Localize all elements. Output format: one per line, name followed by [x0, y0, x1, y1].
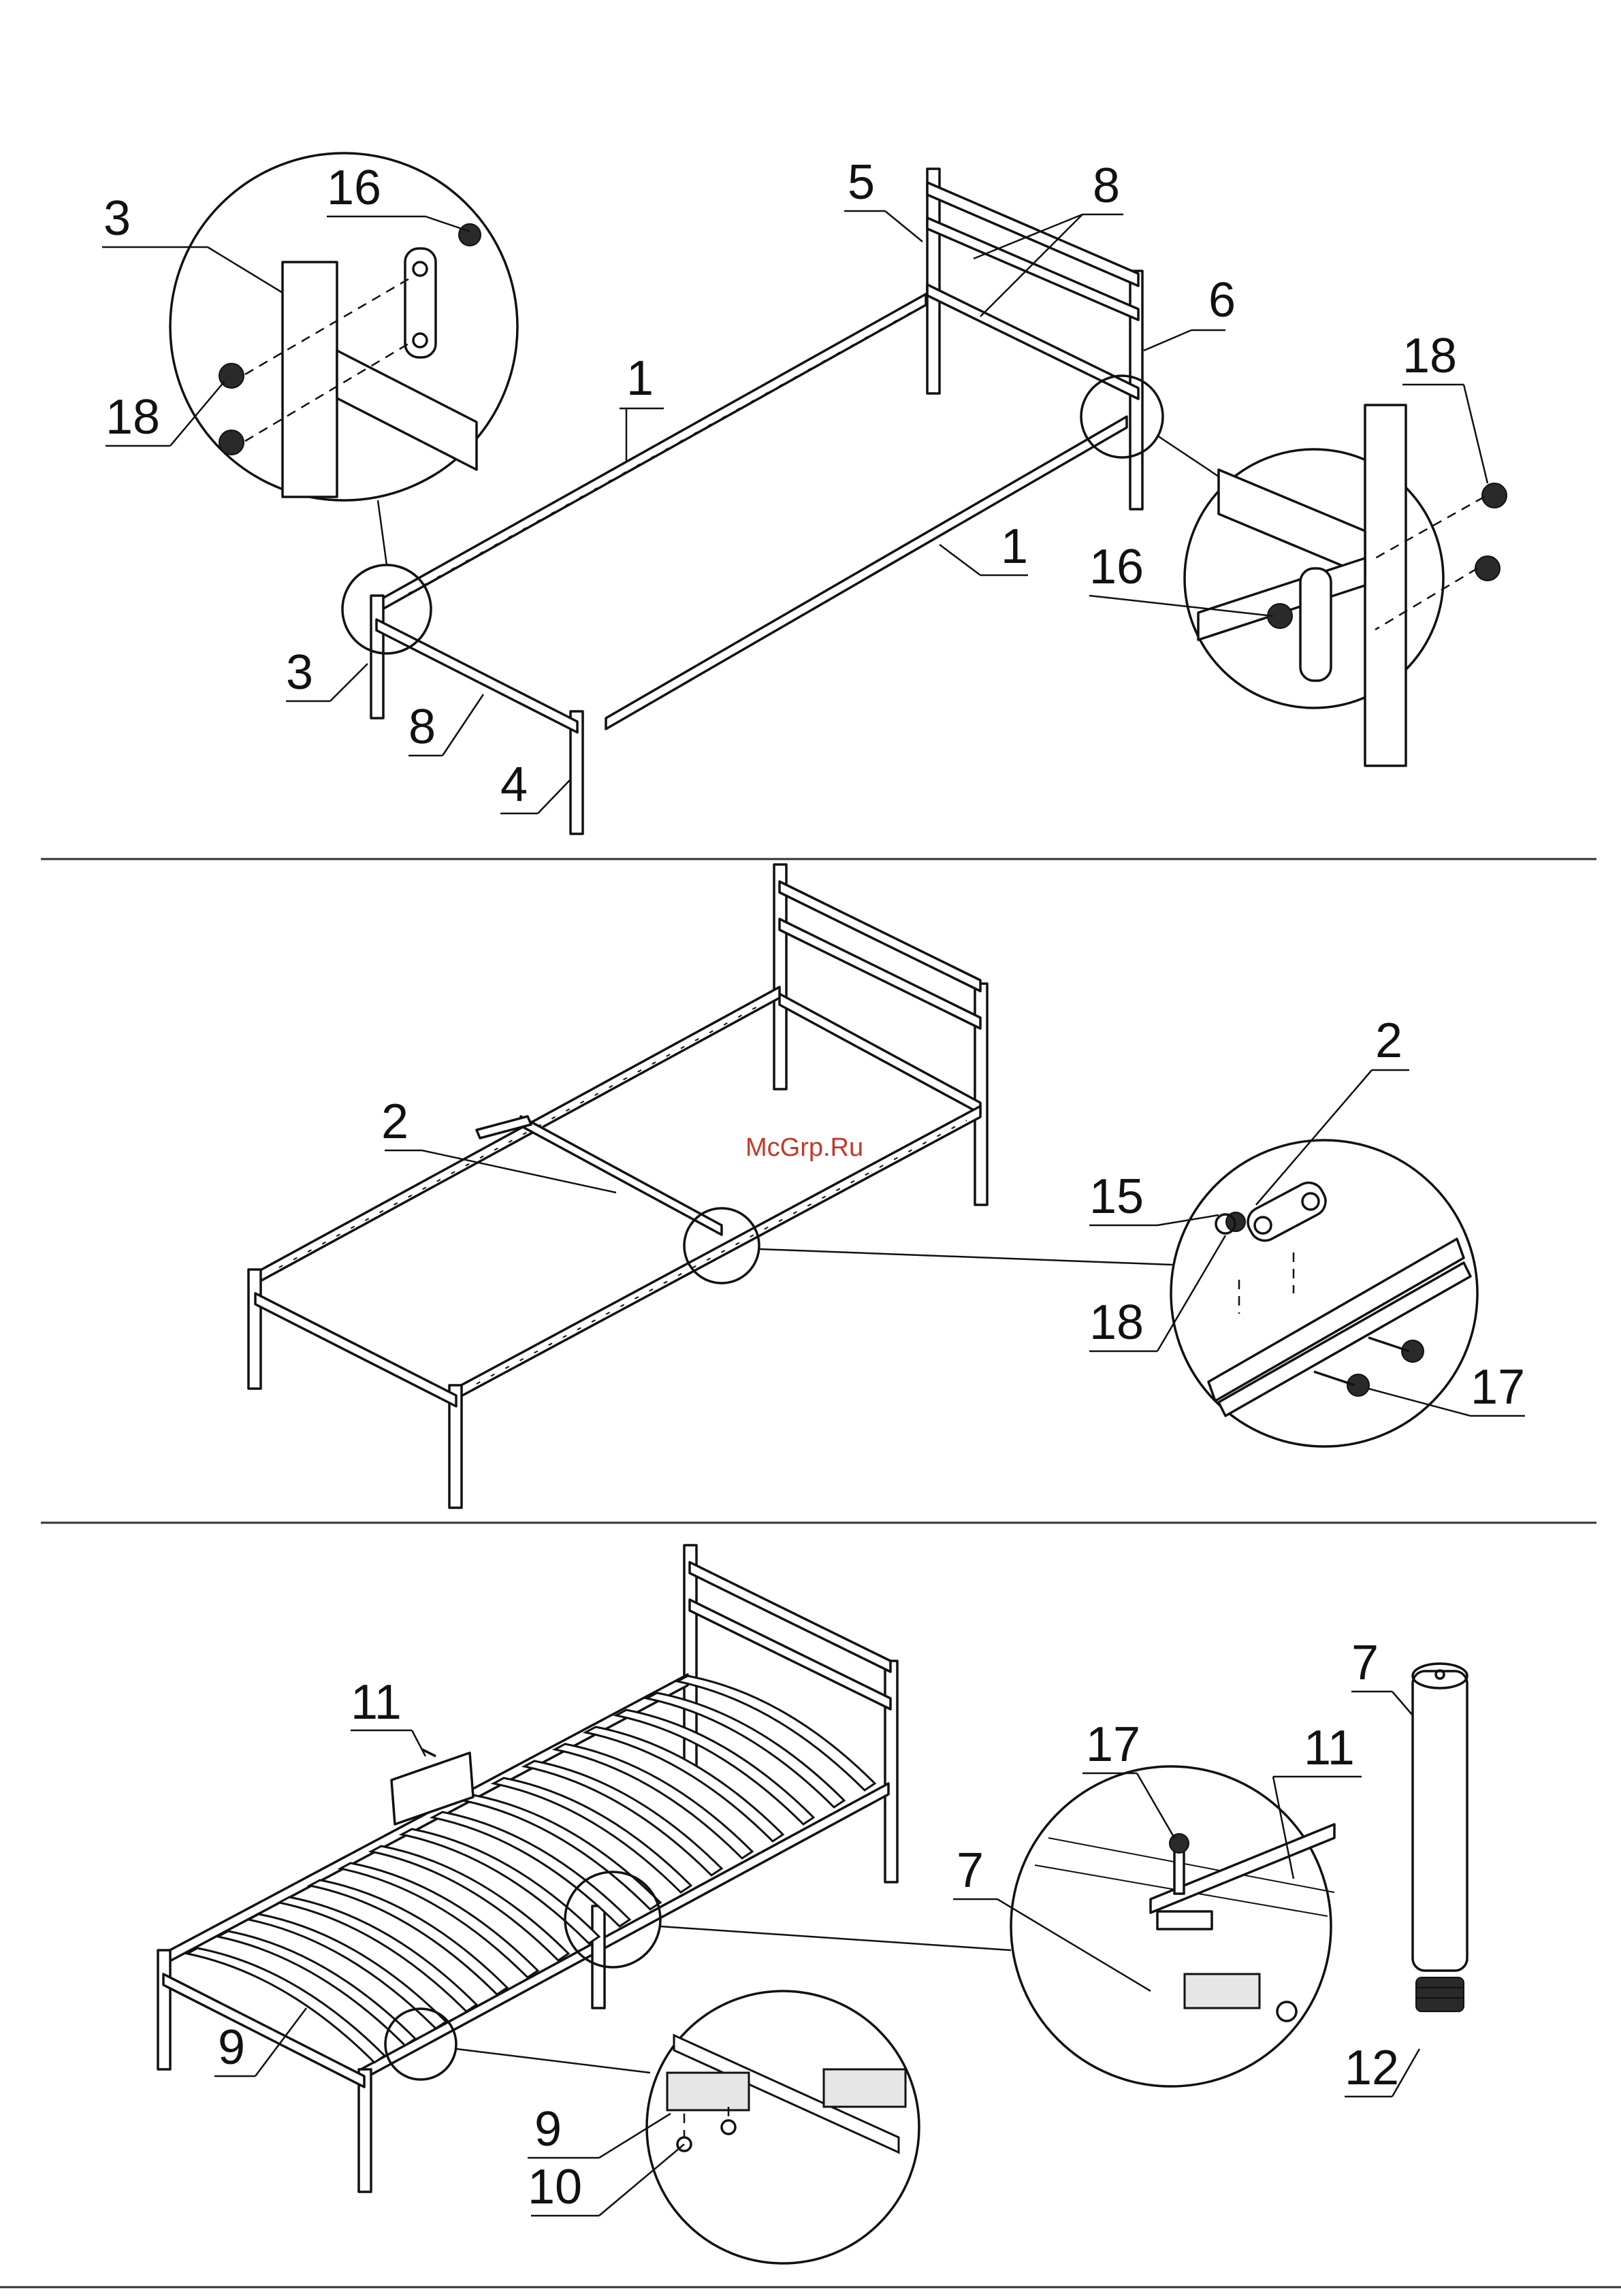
callout-16-right: 16: [1089, 540, 1144, 594]
callout-17-step3: 17: [1086, 1717, 1140, 1772]
callout-1-lower: 1: [1001, 519, 1028, 574]
callout-18-left: 18: [106, 390, 160, 444]
step1-detail-left: [170, 153, 517, 653]
callout-8-top: 8: [1093, 159, 1120, 213]
callout-9-bed: 9: [218, 2020, 245, 2075]
callout-1-upper: 1: [626, 351, 654, 406]
callout-9-zoom: 9: [534, 2102, 562, 2156]
callout-7-zoom: 7: [957, 1843, 984, 1898]
callout-11-zoom: 11: [1304, 1721, 1355, 1775]
callout-8-bottom: 8: [408, 700, 436, 754]
step1-foot-end: [371, 596, 583, 834]
step1-headboard: [927, 169, 1142, 509]
callout-11-left: 11: [351, 1675, 402, 1730]
callout-4: 4: [500, 758, 528, 812]
step1-panel: 3 16 18 1 1 5 8 6 3 8 4 18 16: [102, 153, 1507, 834]
callout-18-right: 18: [1402, 329, 1457, 383]
callout-3-bottom: 3: [286, 645, 313, 700]
step2-bed-frame: [248, 864, 987, 1508]
callout-3-top: 3: [103, 191, 131, 246]
step1-side-rails: [381, 294, 1127, 729]
callout-2-zoom: 2: [1375, 1014, 1402, 1068]
callout-16-top: 16: [327, 161, 381, 215]
watermark: McGrp.Ru: [745, 1133, 863, 1162]
callout-5: 5: [848, 155, 875, 210]
callout-7-leg: 7: [1351, 1636, 1379, 1690]
callout-12: 12: [1345, 2041, 1399, 2095]
step3-detail-foot: [456, 1991, 919, 2263]
callout-2-bed: 2: [381, 1095, 408, 1149]
step3-slats: [187, 1676, 875, 2063]
step1-detail-right: [1081, 376, 1507, 766]
step3-panel: 11 9 7 17 11 7 12 9 10: [158, 1545, 1467, 2263]
callout-18-zoom: 18: [1089, 1295, 1144, 1350]
step3-leg-7: [1413, 1664, 1467, 2011]
callout-15: 15: [1089, 1169, 1144, 1224]
callout-10: 10: [528, 2160, 582, 2214]
callout-6: 6: [1208, 273, 1236, 327]
step2-panel: 2 2 15 18 17 McGrp.Ru: [248, 864, 1525, 1508]
callout-17-zoom: 17: [1471, 1360, 1525, 1414]
